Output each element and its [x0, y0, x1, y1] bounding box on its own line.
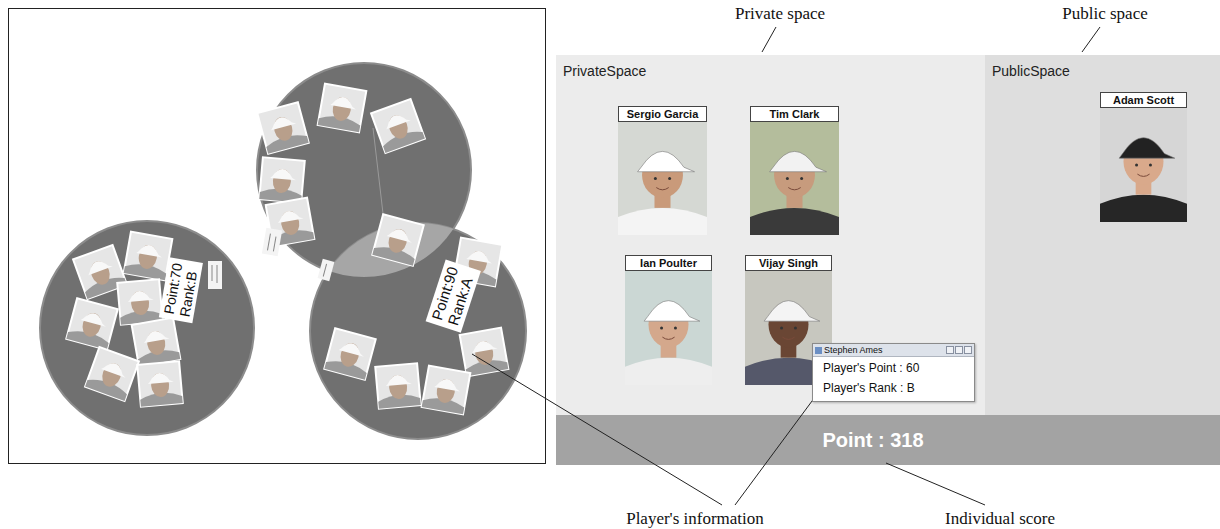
annotation-label: Player's information	[626, 510, 764, 528]
thumbnail-photo	[460, 328, 509, 377]
small-info-card	[208, 261, 222, 289]
thumbnail-photo	[422, 366, 471, 415]
window-body: Player's Point : 60Player's Rank : B	[813, 357, 974, 401]
score-bar-ground	[556, 415, 1220, 465]
player-card: Adam Scott	[1100, 92, 1187, 222]
space-region: PrivateSpaceSergio Garcia Tim ClarkIan Po…	[556, 55, 985, 415]
shared-overlap	[310, 223, 526, 439]
window-button	[955, 346, 963, 354]
player-photo	[625, 271, 712, 385]
player-name: Tim Clark	[750, 106, 839, 122]
thumbnail-photo	[85, 347, 139, 401]
window-title-bar: Stephen Ames	[813, 344, 974, 357]
player-name: Adam Scott	[1100, 92, 1187, 108]
window-icon	[815, 347, 822, 354]
player-name: Sergio Garcia	[618, 106, 707, 122]
player-name: Ian Poulter	[625, 255, 712, 271]
annotation-label: Individual score	[945, 510, 1055, 528]
player-info-window: Stephen AmesPlayer's Point : 60Player's …	[812, 343, 975, 402]
annotation-label: Private space	[735, 5, 825, 23]
public-space-ground	[985, 55, 1220, 415]
leader-line	[762, 27, 776, 52]
small-info-card	[262, 228, 282, 256]
thumbnail-photo	[257, 102, 308, 153]
thumbnail-photo	[117, 279, 163, 325]
leader-line	[1082, 27, 1100, 52]
player-name: Vijay Singh	[745, 255, 832, 271]
window-button	[946, 346, 954, 354]
user-circle	[40, 221, 254, 435]
leader-line	[472, 354, 722, 505]
thumbnail-photo	[318, 84, 367, 133]
player-stat: Player's Point : 60	[823, 358, 964, 378]
window-title: Stephen Ames	[824, 345, 945, 356]
annotation-label: Public space	[1062, 5, 1147, 23]
player-card: Tim Clark	[750, 106, 839, 235]
thumbnail-photo	[324, 328, 375, 379]
player-card: Ian Poulter	[625, 255, 712, 385]
thumbnail-photo	[371, 99, 425, 153]
thumbnail-photo	[66, 298, 117, 349]
thumbnail-photo	[132, 318, 181, 367]
individual-score: Point : 318	[818, 429, 927, 452]
user-circle	[310, 223, 526, 439]
player-photo	[1100, 108, 1187, 222]
thumbnail-photo	[372, 214, 423, 265]
space-region: PublicSpaceAdam Scott	[985, 55, 1220, 415]
small-info-card	[318, 259, 335, 281]
leader-line	[886, 463, 985, 505]
table-view-frame	[9, 9, 546, 464]
player-photo	[750, 122, 839, 235]
region-title: PrivateSpace	[563, 63, 646, 79]
thumbnail-photo	[124, 232, 173, 281]
window-button	[964, 346, 972, 354]
player-photo	[618, 122, 707, 235]
thumbnail-group	[66, 84, 508, 415]
thumbnail-photo	[375, 363, 421, 409]
player-card: Sergio Garcia	[618, 106, 707, 235]
score-bar: Point : 318	[556, 415, 1220, 465]
player-stat: Player's Rank : B	[823, 378, 964, 398]
thumbnail-photo	[137, 361, 183, 407]
thumbnail-photo	[259, 157, 305, 203]
private-space-ground	[556, 55, 985, 415]
region-title: PublicSpace	[992, 63, 1070, 79]
leader-line	[735, 397, 815, 505]
